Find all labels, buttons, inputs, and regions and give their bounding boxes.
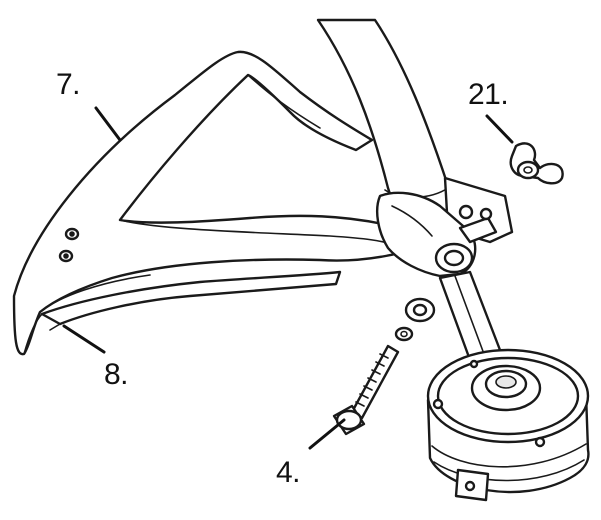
callout-blade: 8. bbox=[104, 358, 129, 391]
callout-wing-nut: 21. bbox=[468, 78, 509, 111]
guard-shell bbox=[12, 50, 406, 356]
leader-screw bbox=[308, 418, 346, 450]
leader-wing-nut bbox=[485, 114, 514, 144]
washer-large bbox=[404, 297, 436, 323]
leader-blade bbox=[62, 324, 106, 354]
leader-guard bbox=[94, 106, 122, 142]
mounting-bracket bbox=[376, 176, 514, 278]
screw bbox=[332, 344, 400, 436]
callout-guard: 7. bbox=[56, 68, 81, 101]
cutting-blade bbox=[40, 270, 342, 331]
lower-shaft bbox=[438, 270, 502, 362]
spool-head bbox=[426, 348, 590, 502]
callout-screw: 4. bbox=[276, 456, 301, 489]
washer-small bbox=[394, 326, 414, 342]
wing-nut bbox=[509, 142, 564, 185]
